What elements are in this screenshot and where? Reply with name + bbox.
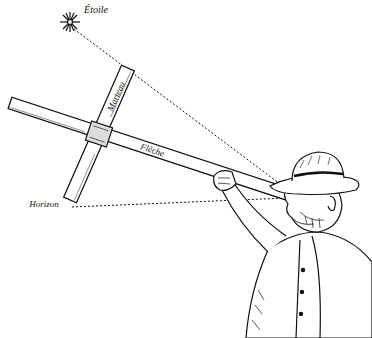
star-label: Étoile [84, 5, 108, 15]
sleeve [85, 121, 112, 147]
horizon-line [72, 198, 286, 207]
staff [8, 97, 292, 201]
horizon-label: Horizon [29, 200, 59, 209]
star [60, 12, 80, 32]
observer [214, 152, 372, 338]
